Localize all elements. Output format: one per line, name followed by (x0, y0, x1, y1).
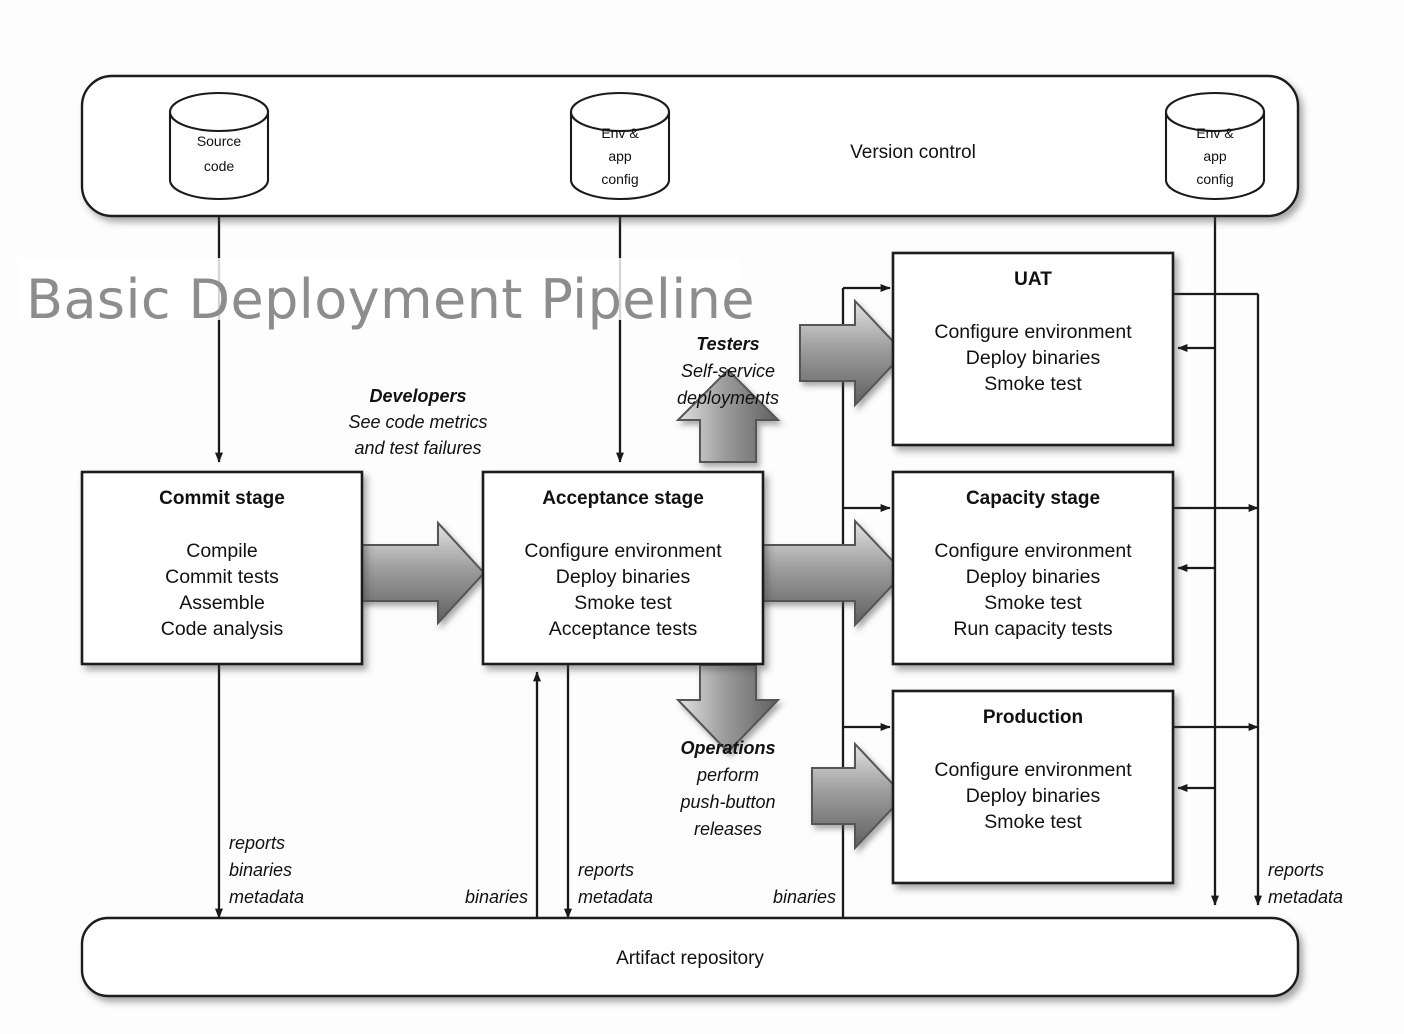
stage-production-line-2: Deploy binaries (966, 785, 1101, 807)
flow-acceptance-out-line-1: reports (578, 860, 634, 880)
cylinder-config-right-line-1: Env & (1196, 125, 1234, 141)
annotation-operations: Operations perform push-button releases (679, 738, 775, 839)
stage-commit-title: Commit stage (159, 488, 285, 509)
stage-acceptance-line-4: Acceptance tests (549, 618, 698, 640)
stage-acceptance-line-3: Smoke test (574, 592, 672, 614)
fat-arrow-to-production (811, 741, 906, 851)
stage-acceptance-line-2: Deploy binaries (556, 566, 691, 588)
stage-capacity-line-4: Run capacity tests (953, 618, 1113, 640)
version-control-label: Version control (850, 142, 976, 163)
annotation-operations-line-3: releases (694, 819, 762, 839)
stage-uat-line-2: Deploy binaries (966, 347, 1101, 369)
annotation-testers-line-2: deployments (677, 388, 779, 408)
artifact-repository-band: Artifact repository (80, 916, 1300, 998)
stage-box-uat[interactable]: UAT Configure environment Deploy binarie… (891, 251, 1175, 447)
fat-arrow-acceptance-down-operations (675, 664, 781, 754)
flow-label-commit-out: reports binaries metadata (229, 833, 304, 907)
stage-uat-line-3: Smoke test (984, 373, 1082, 395)
stage-uat-line-1: Configure environment (934, 321, 1132, 343)
annotation-developers: Developers See code metrics and test fai… (348, 386, 487, 458)
stage-capacity-title: Capacity stage (966, 488, 1100, 509)
stage-box-capacity[interactable]: Capacity stage Configure environment Dep… (891, 470, 1175, 666)
overlay-title: Basic Deployment Pipeline (18, 258, 755, 331)
flow-commit-out-line-1: reports (229, 833, 285, 853)
cylinder-source-code: Source code (168, 91, 270, 201)
stage-commit-line-2: Commit tests (165, 566, 279, 588)
artifact-repository-label: Artifact repository (616, 948, 764, 969)
flow-environments-out-line-1: reports (1268, 860, 1324, 880)
cylinder-config-right-line-2: app (1203, 148, 1227, 164)
cylinder-config-left-line-2: app (608, 148, 632, 164)
stage-production-line-3: Smoke test (984, 811, 1082, 833)
stage-capacity-line-2: Deploy binaries (966, 566, 1101, 588)
annotation-operations-line-2: push-button (679, 792, 775, 812)
stage-acceptance-title: Acceptance stage (542, 488, 704, 509)
version-control-band: Version control (80, 74, 1300, 218)
cylinder-env-app-config-right: Env & app config (1164, 91, 1266, 201)
flow-environments-in-binaries: binaries (773, 887, 836, 907)
cylinder-config-right-line-3: config (1196, 171, 1233, 187)
stage-box-commit[interactable]: Commit stage Compile Commit tests Assemb… (80, 470, 364, 666)
flow-commit-out-line-2: binaries (229, 860, 292, 880)
stage-capacity-line-3: Smoke test (984, 592, 1082, 614)
stage-uat-title: UAT (1014, 269, 1052, 290)
annotation-testers-head: Testers (696, 334, 759, 354)
annotation-testers: Testers Self-service deployments (677, 334, 779, 408)
stage-box-production[interactable]: Production Configure environment Deploy … (891, 689, 1175, 885)
annotation-developers-head: Developers (369, 386, 466, 406)
cylinder-config-left-line-3: config (601, 171, 638, 187)
fat-arrow-to-uat (799, 298, 906, 408)
cylinder-config-left-line-1: Env & (601, 125, 639, 141)
flow-label-acceptance-out: reports metadata (578, 860, 653, 907)
annotation-testers-line-1: Self-service (681, 361, 775, 381)
flow-commit-out-line-3: metadata (229, 887, 304, 907)
stage-production-title: Production (983, 707, 1083, 728)
cylinder-source-code-line-1: Source (197, 133, 242, 149)
stage-commit-line-4: Code analysis (161, 618, 284, 640)
annotation-developers-line-1: See code metrics (348, 412, 487, 432)
stage-acceptance-line-1: Configure environment (524, 540, 722, 562)
annotation-developers-line-2: and test failures (354, 438, 481, 458)
annotation-operations-line-1: perform (696, 765, 759, 785)
cylinder-source-code-line-2: code (204, 158, 235, 174)
stage-box-acceptance[interactable]: Acceptance stage Configure environment D… (481, 470, 765, 666)
stage-commit-line-1: Compile (186, 540, 258, 562)
fat-arrow-acceptance-up-testers (675, 368, 781, 463)
overlay-title-text: Basic Deployment Pipeline (26, 268, 755, 331)
stage-production-line-1: Configure environment (934, 759, 1132, 781)
flow-environments-out-line-2: metadata (1268, 887, 1343, 907)
flow-label-environments-out: reports metadata (1268, 860, 1343, 907)
flow-acceptance-out-line-2: metadata (578, 887, 653, 907)
fat-arrow-commit-to-acceptance (359, 520, 486, 626)
annotation-operations-head: Operations (680, 738, 775, 758)
fat-arrow-acceptance-to-capacity (759, 518, 906, 628)
flow-acceptance-in-binaries: binaries (465, 887, 528, 907)
stage-commit-line-3: Assemble (179, 592, 265, 614)
cylinder-env-app-config-left: Env & app config (569, 91, 671, 201)
stage-capacity-line-1: Configure environment (934, 540, 1132, 562)
